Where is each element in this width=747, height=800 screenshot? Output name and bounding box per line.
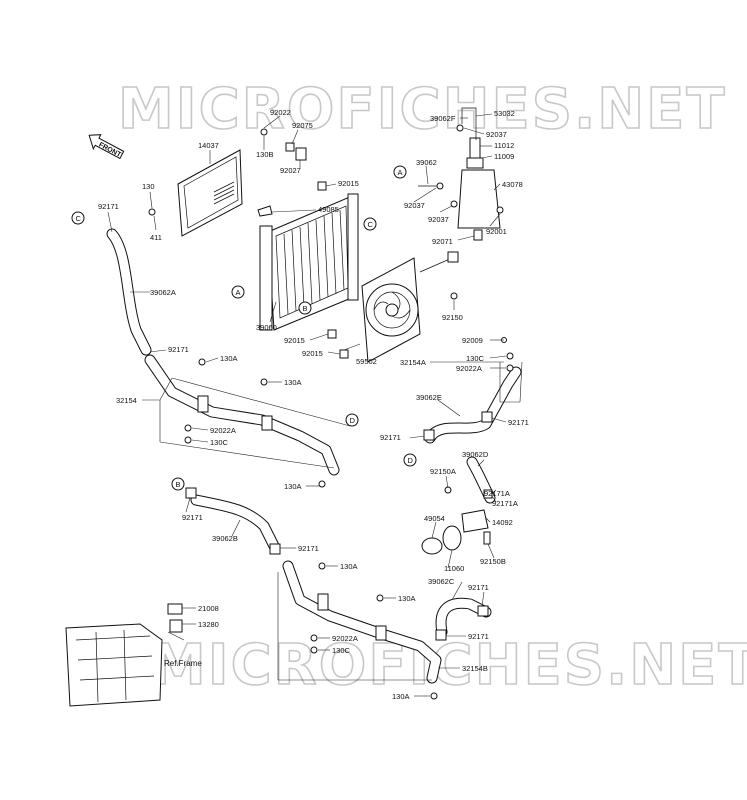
svg-text:A: A <box>236 288 241 297</box>
label-92037-c: 92037 <box>428 215 449 224</box>
label-39062d: 39062D <box>462 450 489 459</box>
label-92022a-b: 92022A <box>332 634 358 643</box>
label-11009: 11009 <box>494 152 514 161</box>
label-92015-bot: 92015 <box>302 349 323 358</box>
ref-circle-b-2: B <box>171 477 185 491</box>
label-92037-b: 92037 <box>404 201 425 210</box>
label-92171-b: 92171 <box>182 513 203 522</box>
label-39062e: 39062E <box>416 393 442 402</box>
ref-circle-d-2: D <box>403 453 417 467</box>
part-labels: 14037 130 411 92022 92075 130B 92027 920… <box>98 108 529 701</box>
label-92150a: 92150A <box>430 467 456 476</box>
label-39062: 39062 <box>416 158 437 167</box>
label-39062b: 39062B <box>212 534 238 543</box>
label-130a-3: 130A <box>284 482 302 491</box>
label-92171-br: 92171 <box>468 583 489 592</box>
label-92001: 92001 <box>486 227 507 236</box>
hose-39062e <box>424 366 522 444</box>
label-130c-b: 130C <box>332 646 351 655</box>
pipe-32154b <box>282 560 442 684</box>
thermostat-housing <box>421 509 491 555</box>
label-92150b: 92150B <box>480 557 506 566</box>
label-130a-2: 130A <box>284 378 302 387</box>
hose-39062b <box>190 494 280 552</box>
label-92022a-l: 92022A <box>210 426 236 435</box>
frame-fragment <box>65 603 183 707</box>
label-92022: 92022 <box>270 108 291 117</box>
fan-assembly <box>361 251 459 363</box>
label-411: 411 <box>150 233 162 242</box>
hose-39062a <box>106 228 152 356</box>
label-92022a-r: 92022A <box>456 364 482 373</box>
label-92075: 92075 <box>292 121 313 130</box>
label-92015-mid: 92015 <box>284 336 305 345</box>
label-130a-5: 130A <box>398 594 416 603</box>
radiator-core <box>259 193 359 331</box>
label-32154b: 32154B <box>462 664 488 673</box>
label-21008: 21008 <box>198 604 219 613</box>
watermark-bottom: MICROFICHES.NET <box>150 633 747 698</box>
label-92171-l: 92171 <box>380 433 401 442</box>
label-39060: 39060 <box>256 323 277 332</box>
svg-text:C: C <box>76 214 82 223</box>
label-14037: 14037 <box>198 141 219 150</box>
label-92150: 92150 <box>442 313 463 322</box>
label-130: 130 <box>142 182 155 191</box>
ref-circle-c-2: C <box>363 217 377 231</box>
svg-text:C: C <box>368 220 374 229</box>
ref-circle-b-1: B <box>298 301 312 315</box>
reservoir-tank <box>457 107 501 241</box>
label-92171-r: 92171 <box>508 418 529 427</box>
svg-text:D: D <box>350 416 356 425</box>
label-32154: 32154 <box>116 396 137 405</box>
label-92171-c: 92171 <box>98 202 119 211</box>
label-92171-b2: 92171 <box>298 544 319 553</box>
label-92171-top: 92171 <box>168 345 189 354</box>
label-92037-a: 92037 <box>486 130 507 139</box>
label-11060: 11060 <box>444 564 464 573</box>
label-39062f: 39062F <box>430 114 456 123</box>
svg-text:A: A <box>398 168 403 177</box>
label-13280: 13280 <box>198 620 219 629</box>
pipe-32154 <box>144 354 340 476</box>
label-130c-r: 130C <box>466 354 485 363</box>
label-92171-br2: 92171 <box>468 632 489 641</box>
label-39062a: 39062A <box>150 288 176 297</box>
label-92171a-2: 92171A <box>492 499 518 508</box>
label-53032: 53032 <box>494 109 515 118</box>
label-130b: 130B <box>256 150 274 159</box>
ref-circle-a-1: A <box>231 285 245 299</box>
ref-circle-d-1: D <box>345 413 359 427</box>
label-39062c: 39062C <box>428 577 455 586</box>
label-14092: 14092 <box>492 518 513 527</box>
shroud-panel <box>177 149 243 237</box>
label-130a-4: 130A <box>340 562 358 571</box>
ref-frame-label: Ref.Frame <box>164 659 202 668</box>
label-92171a-1: 92171A <box>484 489 510 498</box>
leader-lines <box>107 113 523 697</box>
svg-text:B: B <box>303 304 308 313</box>
ref-circle-c-1: C <box>71 211 85 225</box>
label-130a-1: 130A <box>220 354 238 363</box>
svg-text:D: D <box>408 456 414 465</box>
svg-text:B: B <box>176 480 181 489</box>
label-49054: 49054 <box>424 514 445 523</box>
label-130a-6: 130A <box>392 692 410 701</box>
label-11012: 11012 <box>494 141 514 150</box>
label-43078: 43078 <box>502 180 523 189</box>
label-32154a: 32154A <box>400 358 426 367</box>
label-92027: 92027 <box>280 166 301 175</box>
label-59502: 59502 <box>356 357 377 366</box>
watermark-top: MICROFICHES.NET <box>118 77 727 142</box>
label-130c-l: 130C <box>210 438 229 447</box>
hose-39062c <box>435 597 492 638</box>
label-92015-top: 92015 <box>338 179 359 188</box>
label-92009: 92009 <box>462 336 483 345</box>
label-92071: 92071 <box>432 237 453 246</box>
label-49085: 49085 <box>318 205 339 214</box>
ref-circle-a-2: A <box>393 165 407 179</box>
